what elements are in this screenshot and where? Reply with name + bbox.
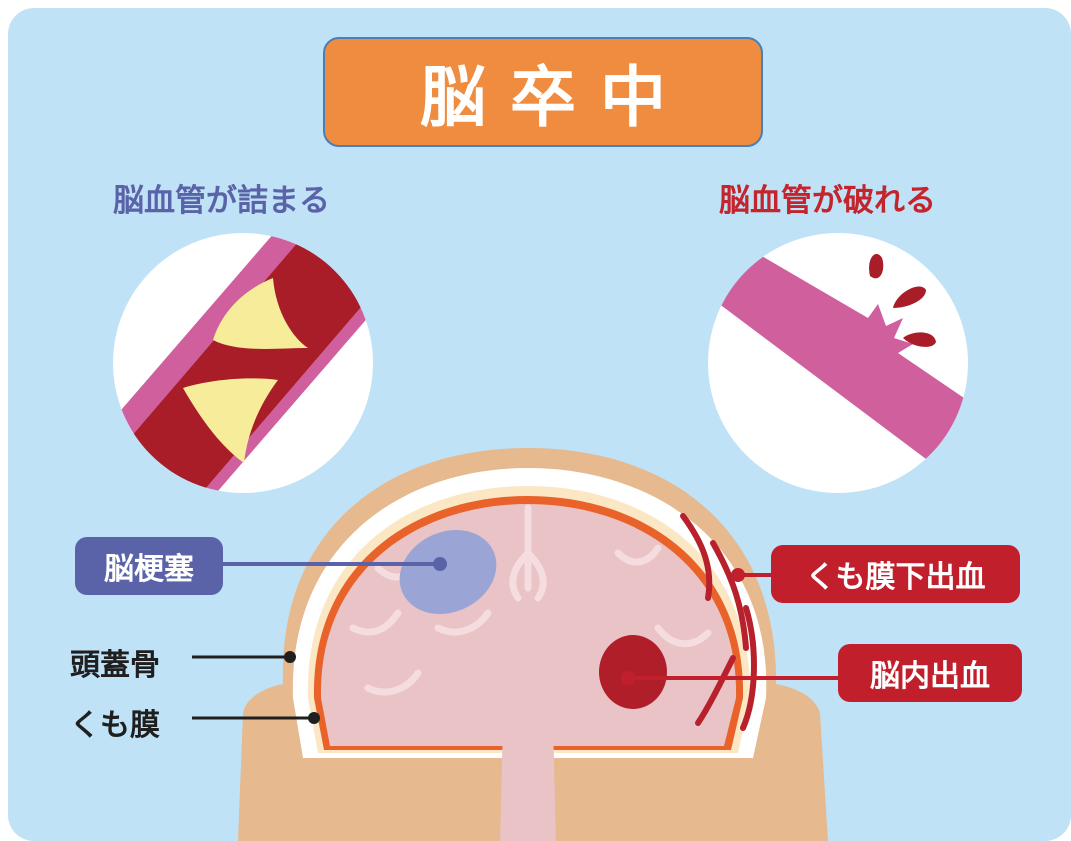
- label-intracerebral: 脳内出血: [838, 644, 1022, 702]
- diagram-artwork: [113, 233, 968, 841]
- label-infarction: 脳梗塞: [75, 537, 223, 595]
- label-arachnoid: くも膜: [70, 708, 160, 743]
- title-box: 脳卒中: [323, 37, 763, 147]
- label-subarachnoid: くも膜下出血: [771, 545, 1020, 603]
- blocked-vessel-illustration: [113, 233, 373, 493]
- ruptured-vessel-illustration: [708, 233, 968, 493]
- head-cross-section: [238, 448, 828, 841]
- heading-blocked: 脳血管が詰まる: [113, 183, 330, 219]
- heading-ruptured: 脳血管が破れる: [719, 183, 936, 219]
- page-title: 脳卒中: [420, 58, 690, 136]
- label-skull: 頭蓋骨: [70, 648, 160, 683]
- leader-lines: [192, 557, 844, 724]
